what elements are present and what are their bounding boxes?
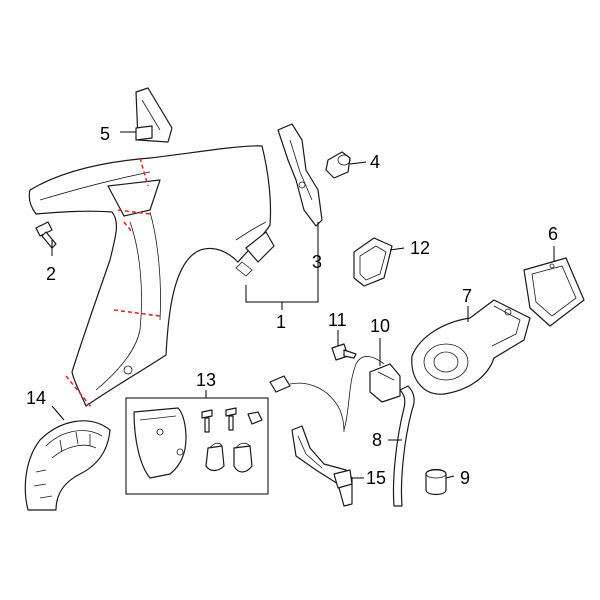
cut-line [113, 309, 161, 317]
callout-2: 2 [46, 264, 56, 284]
callout-11: 11 [328, 310, 347, 330]
callout-13: 13 [196, 370, 216, 390]
screw[interactable] [331, 343, 357, 361]
callout-9: 9 [460, 468, 470, 488]
callout-15: 15 [366, 468, 386, 488]
cut-line [117, 209, 151, 215]
callout-4: 4 [370, 152, 380, 172]
callout-7: 7 [462, 286, 472, 306]
reinforcement[interactable] [277, 123, 323, 227]
callout-8: 8 [372, 430, 382, 450]
cut-line [139, 157, 149, 187]
cut-line [123, 221, 133, 233]
fuel-door-actuator[interactable] [269, 356, 401, 433]
callout-10: 10 [370, 316, 390, 336]
callout-5: 5 [100, 124, 110, 144]
grommet[interactable] [425, 468, 447, 496]
callout-3: 3 [312, 252, 322, 272]
fuel-filler-housing[interactable] [411, 299, 531, 395]
callout-1: 1 [276, 312, 286, 332]
callout-14: 14 [26, 388, 46, 408]
callout-12: 12 [410, 238, 430, 258]
callout-6: 6 [548, 224, 558, 244]
fuel-door[interactable] [523, 257, 585, 327]
quarter-panel[interactable] [28, 145, 275, 409]
lower-bracket[interactable] [291, 425, 353, 507]
upper-bracket[interactable] [135, 87, 173, 143]
bolt[interactable] [35, 221, 57, 249]
drain-hose[interactable] [392, 385, 415, 507]
leader-lines [51, 131, 555, 479]
wheel-liner[interactable] [24, 420, 111, 511]
kit-box [125, 397, 269, 495]
plug[interactable] [353, 237, 393, 287]
callout-labels: 1 2 3 4 5 6 7 8 9 10 11 12 13 14 15 [26, 124, 558, 488]
mud-flap-kit[interactable] [125, 397, 269, 495]
bumper-stop[interactable] [325, 151, 351, 179]
